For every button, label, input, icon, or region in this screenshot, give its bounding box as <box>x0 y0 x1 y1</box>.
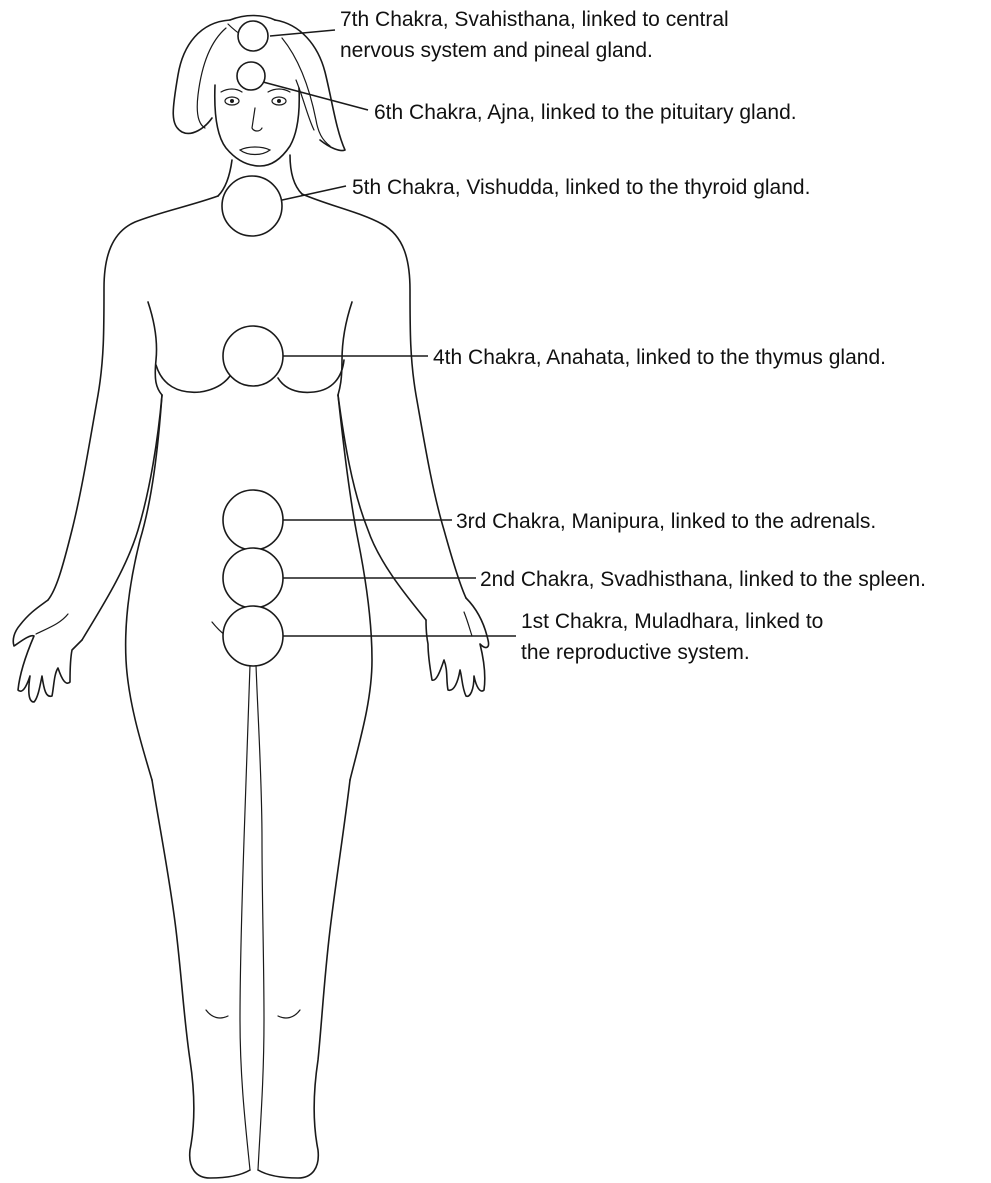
chakra-3-circle <box>223 490 283 550</box>
chakra-6-circle <box>237 62 265 90</box>
chakra-7-label-line-2: nervous system and pineal gland. <box>340 39 653 62</box>
leader-line-7 <box>270 30 335 36</box>
chakra-5-circle <box>222 176 282 236</box>
chakra-7-circle <box>238 21 268 51</box>
chakra-labels: 7th Chakra, Svahisthana, linked to centr… <box>340 8 926 664</box>
chakra-2-label: 2nd Chakra, Svadhisthana, linked to the … <box>480 568 926 591</box>
chakra-circles <box>222 21 283 666</box>
chakra-5-label: 5th Chakra, Vishudda, linked to the thyr… <box>352 176 810 199</box>
chakra-6-label: 6th Chakra, Ajna, linked to the pituitar… <box>374 101 797 124</box>
chakra-4-label: 4th Chakra, Anahata, linked to the thymu… <box>433 346 886 369</box>
chakra-7-label-line-1: 7th Chakra, Svahisthana, linked to centr… <box>340 8 729 31</box>
chakra-4-circle <box>223 326 283 386</box>
chakra-1-label-line-2: the reproductive system. <box>521 641 750 664</box>
chakra-1-circle <box>223 606 283 666</box>
leader-line-6 <box>263 82 368 110</box>
chakra-3-label: 3rd Chakra, Manipura, linked to the adre… <box>456 510 876 533</box>
chakra-1-label-line-1: 1st Chakra, Muladhara, linked to <box>521 610 823 633</box>
chakra-2-circle <box>223 548 283 608</box>
